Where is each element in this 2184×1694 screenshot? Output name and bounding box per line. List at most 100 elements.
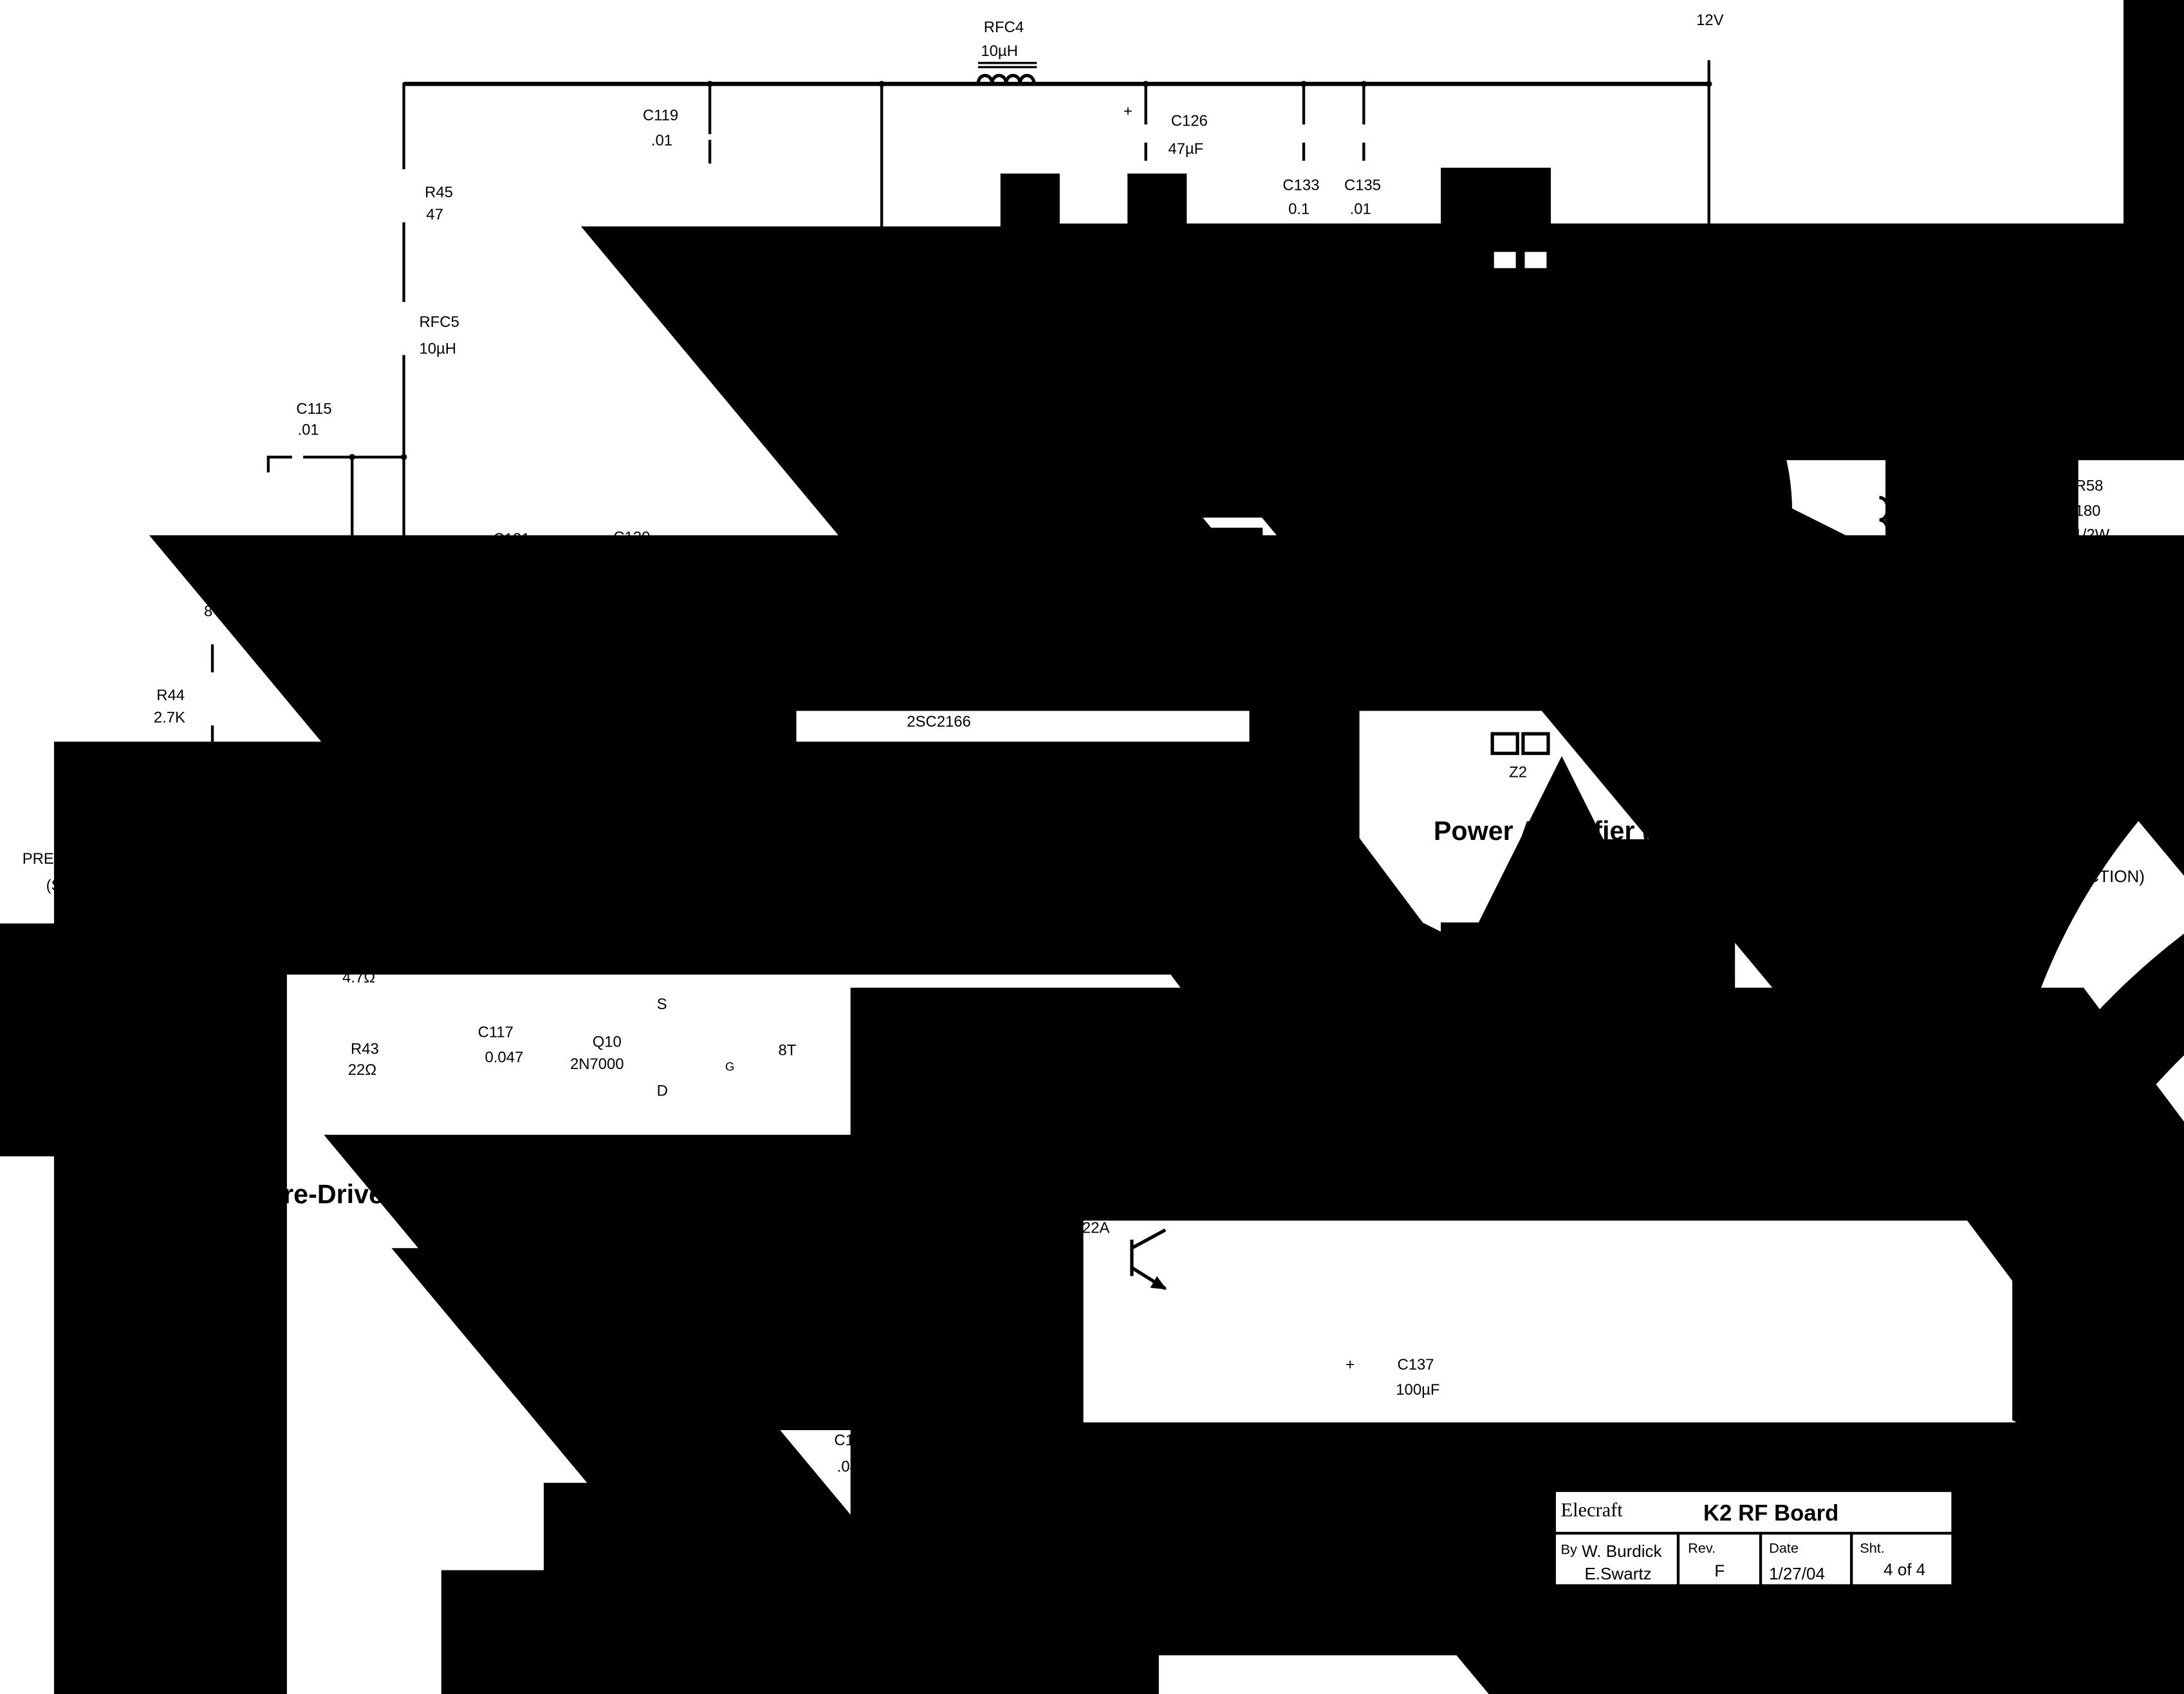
z2-symbol <box>1490 732 1550 756</box>
junction-dot <box>349 454 355 460</box>
title-block-rev-label: Rev. <box>1688 1540 1716 1556</box>
label-r40-ref: R40 <box>254 743 282 760</box>
label-c127-value: 680 <box>1098 325 1124 342</box>
label-r60-value: 100 <box>1108 1484 1134 1501</box>
label-rfc8-ref: RFC8 <box>1309 411 1349 429</box>
section-pre-driver: Pre-Driver <box>266 1180 394 1209</box>
label-t2-ref: T2 <box>950 308 968 326</box>
label-vbias-xfil: V BIAS-XFIL <box>630 1232 717 1249</box>
junction-dot <box>1425 357 1432 364</box>
label-rfc6-value: 0.68µH <box>785 603 835 620</box>
note-line-3: (SEE "MODIFICATIONS" SECTION) <box>1873 866 2145 886</box>
label-t4-pin4: 4 <box>1967 523 1976 541</box>
t1-symbol <box>403 557 2184 1694</box>
label-c135-value: .01 <box>1350 200 1371 218</box>
junction-dot <box>1732 300 1739 307</box>
label-r54-value: 4.7Ω <box>1084 576 1117 593</box>
label-c133-value: 0.1 <box>1288 200 1309 218</box>
label-q5-ref: Q5 <box>451 841 472 858</box>
junction-dot <box>878 350 885 357</box>
label-r46-ref: R46 <box>620 1133 649 1150</box>
junction-dot <box>878 80 885 88</box>
label-r44-value: 2.7K <box>154 709 185 727</box>
section-pa-bias: PA Bias <box>1003 1051 1100 1081</box>
note-line-2: BETTER EFFICIENCY AT 5W <box>1873 840 2096 859</box>
label-c118-value: .01 <box>338 794 359 812</box>
label-rfc5-ref: RFC5 <box>419 313 459 331</box>
label-t4-value: 2:3:1:1 <box>1883 622 1930 640</box>
label-r58-value: 180 <box>2075 502 2101 519</box>
label-t4-pin6: 6 <box>1965 443 1973 461</box>
label-c129-ref: C129 <box>1420 421 1456 438</box>
label-r48-value: 120 <box>531 789 557 806</box>
label-c133-ref: C133 <box>1282 176 1319 194</box>
label-q10-gate-port: 8T <box>779 1042 797 1059</box>
label-c126-plus: + <box>1124 102 1133 120</box>
label-c122-ref: C122 <box>763 398 800 415</box>
label-r41-value: 560 <box>156 1001 182 1019</box>
q13-symbol <box>1130 1228 2184 1694</box>
title-block-by-label: By <box>1561 1541 1577 1558</box>
label-r43-value: 22Ω <box>348 1061 376 1079</box>
q8-symbol <box>1481 609 2184 1694</box>
label-c127-ref: C127 <box>1091 300 1128 317</box>
label-r59-value: 4.7K <box>995 1162 1026 1179</box>
label-r62-ref: R62 <box>1193 1598 1221 1615</box>
label-c121-ref: C121 <box>494 530 530 548</box>
label-r58-ref: R58 <box>2075 477 2104 494</box>
label-rfc4-ref: RFC4 <box>984 19 1024 36</box>
label-c131-ref: C131 <box>981 807 1017 824</box>
label-q6-value: 2SC2166 <box>907 713 971 731</box>
title-block-author-1: W. Burdick <box>1582 1541 1662 1561</box>
junction-dot <box>1186 357 1192 364</box>
junction-dot <box>1292 357 1299 364</box>
label-t4-pin5: 5 <box>1931 431 1939 449</box>
label-c128-value: 680 <box>1095 694 1121 711</box>
junction-dot <box>878 466 885 473</box>
label-r58-rating: 1/2W <box>2073 526 2109 543</box>
label-q11-value: PN2222A <box>841 1278 907 1296</box>
label-t2-pin4: 4 <box>918 436 925 450</box>
label-c115-ref: C115 <box>296 400 331 418</box>
label-c137-plus: + <box>1346 1356 1355 1373</box>
label-pa-bias-port: 8T <box>890 1097 908 1115</box>
z1-symbol <box>1490 248 1550 272</box>
label-class-ab-port: /CLASS AB <box>914 1532 992 1550</box>
label-c129-value: .01 <box>1425 443 1447 461</box>
label-r46-value: 270 <box>618 1153 643 1171</box>
label-q7-ref: Q7 <box>1571 331 1591 349</box>
label-z2-ref: Z2 <box>1509 763 1527 781</box>
label-r61-value: 120 <box>1114 1162 1140 1179</box>
label-c116-ref: C116 <box>291 578 326 595</box>
dot-marker-icon <box>1742 438 1754 451</box>
label-t3-pin-d: D <box>1676 541 1684 555</box>
label-q10-pin-s: S <box>657 996 667 1013</box>
label-c130-value: 0.1 <box>1428 566 1449 584</box>
label-c138-value: .047 <box>837 1458 867 1476</box>
label-t1-value: 9:3, FT37-43 <box>433 673 521 690</box>
label-t4-pin8: 8 <box>1931 568 1939 585</box>
label-c119-value: .01 <box>651 132 672 149</box>
label-r55-ref: R55 <box>1139 448 1167 465</box>
title-block-sheet: 4 of 4 <box>1883 1559 1925 1579</box>
junction-dot <box>577 585 583 592</box>
title-block-company: Elecraft <box>1561 1499 1624 1521</box>
label-r56-ref: R56 <box>1139 529 1167 546</box>
label-c126-value: 47µF <box>1168 140 1203 158</box>
dot-marker-icon <box>1688 438 1699 451</box>
label-r48-ref: R48 <box>532 767 560 784</box>
label-t2-pin2: 2 <box>865 366 871 380</box>
label-lpf-sheet: (Sh. 3) <box>2031 413 2078 430</box>
note-line-1: NOTE: WIND T4 2:2:1:1 FOR <box>1873 812 2093 832</box>
label-r53-ref: R53 <box>1089 414 1117 432</box>
t4-symbol <box>1879 449 1958 563</box>
t3-symbol <box>1688 438 1759 545</box>
label-rfc4-value: 10µH <box>981 42 1018 60</box>
label-pre-driver-sheet: (Sh. 3) <box>46 877 93 894</box>
label-c125-value: 22µF <box>546 933 582 950</box>
labels: 12V RFC4 10µH C119 .01 + C126 47µF C133 … <box>23 12 2145 1639</box>
rfc6-symbol <box>785 566 2184 1694</box>
label-t4-pin1: 1 <box>1886 472 1894 489</box>
label-t2-pin1: 1 <box>865 443 871 457</box>
label-q10-pin-d: D <box>657 1083 668 1100</box>
